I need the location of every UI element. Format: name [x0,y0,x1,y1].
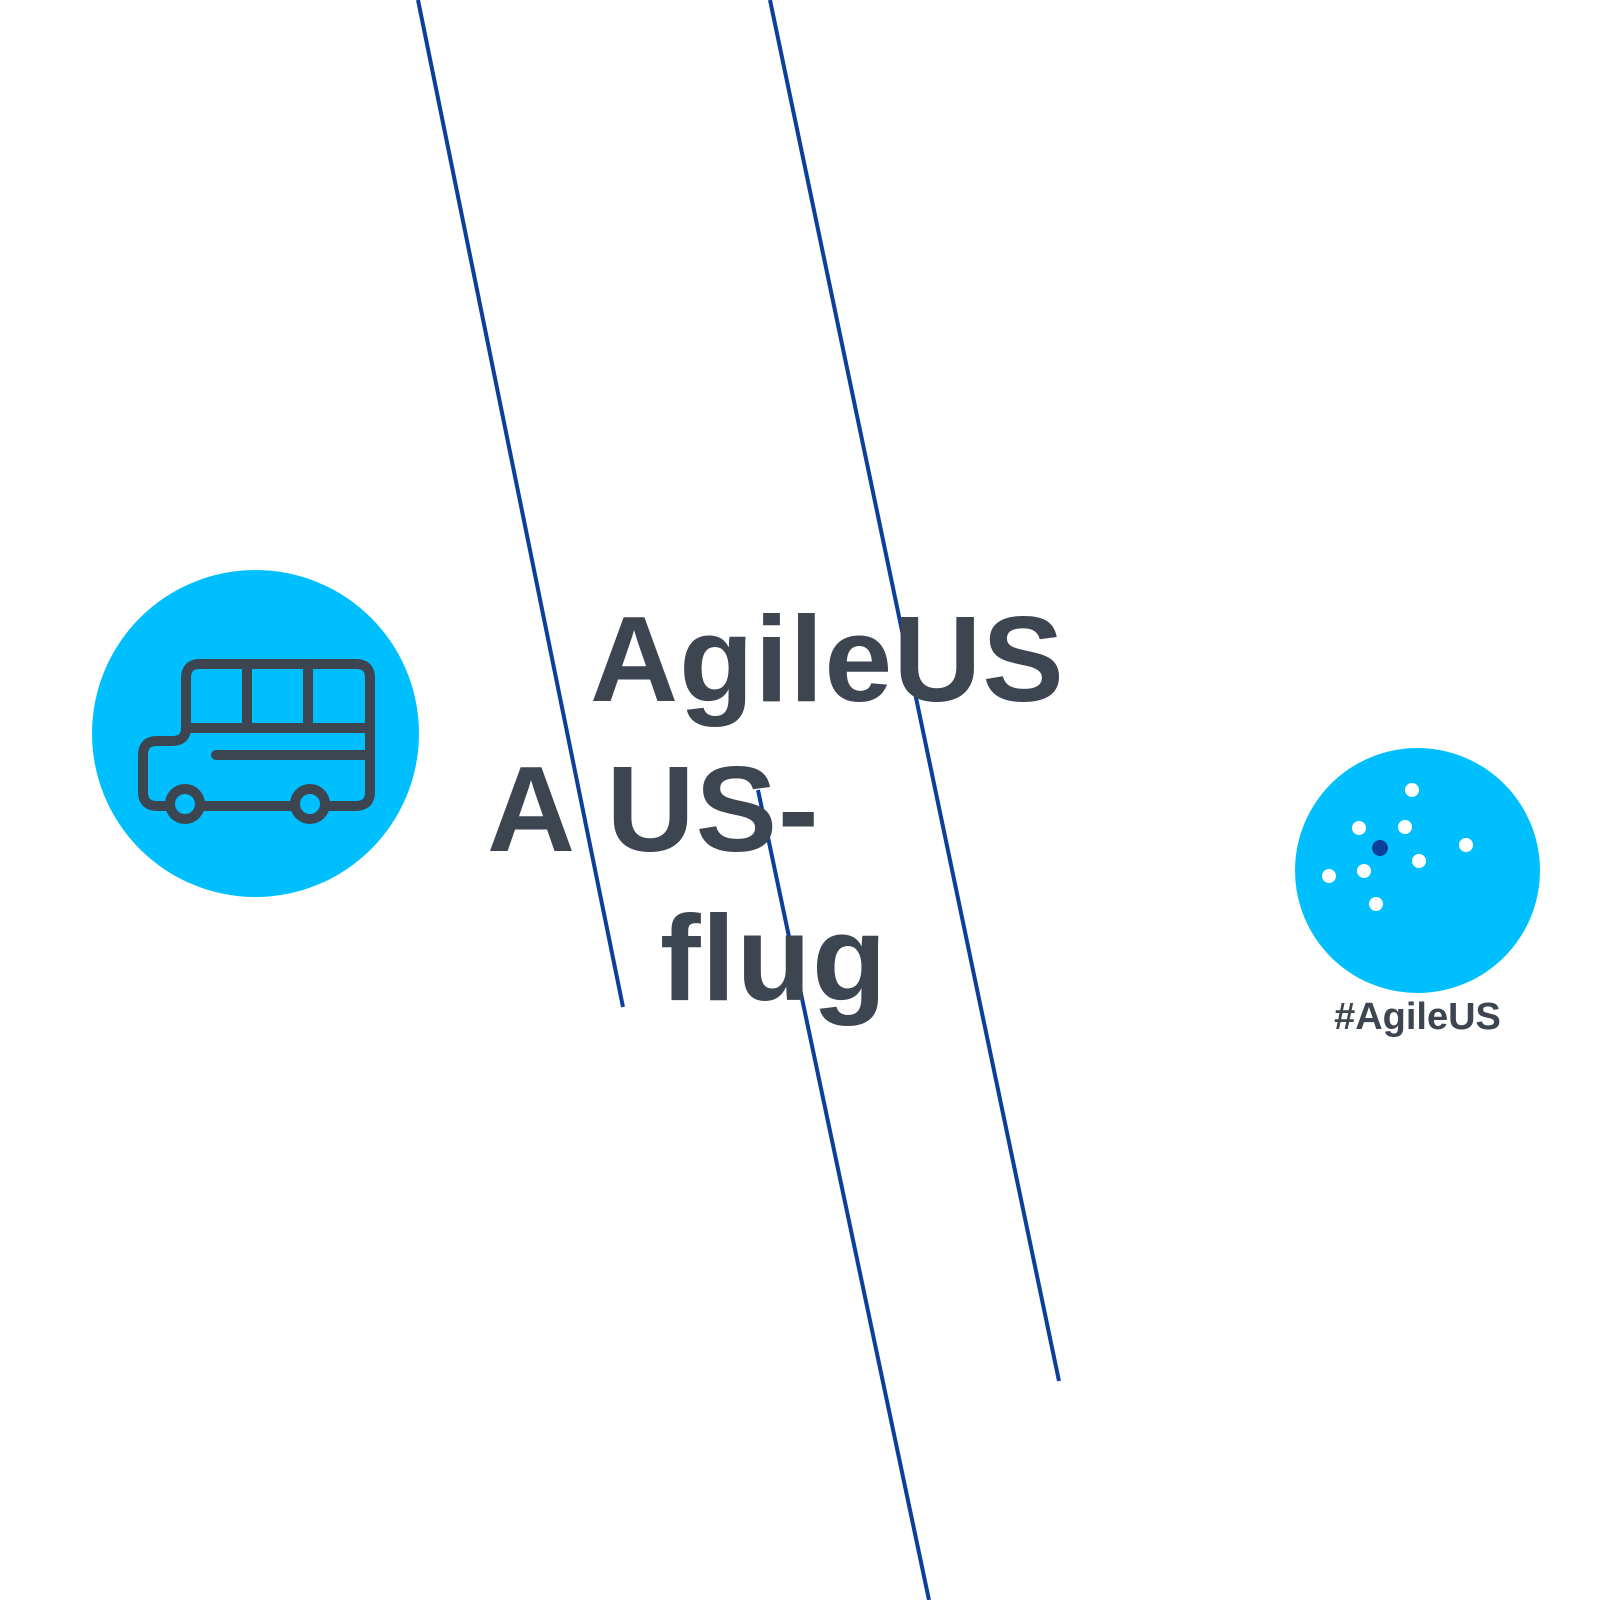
logo-highlight-dot [1372,840,1388,856]
agileus-logo [1295,748,1540,993]
headline-line-3: flug [660,890,888,1026]
headline-line-1: AgileUS [590,591,1065,727]
headline-line-2: A US- [487,741,820,877]
bus-badge [92,570,419,897]
hashtag-label: #AgileUS [1334,996,1501,1038]
bus-icon [138,659,375,824]
dots-constellation-logo-icon [1322,783,1473,911]
